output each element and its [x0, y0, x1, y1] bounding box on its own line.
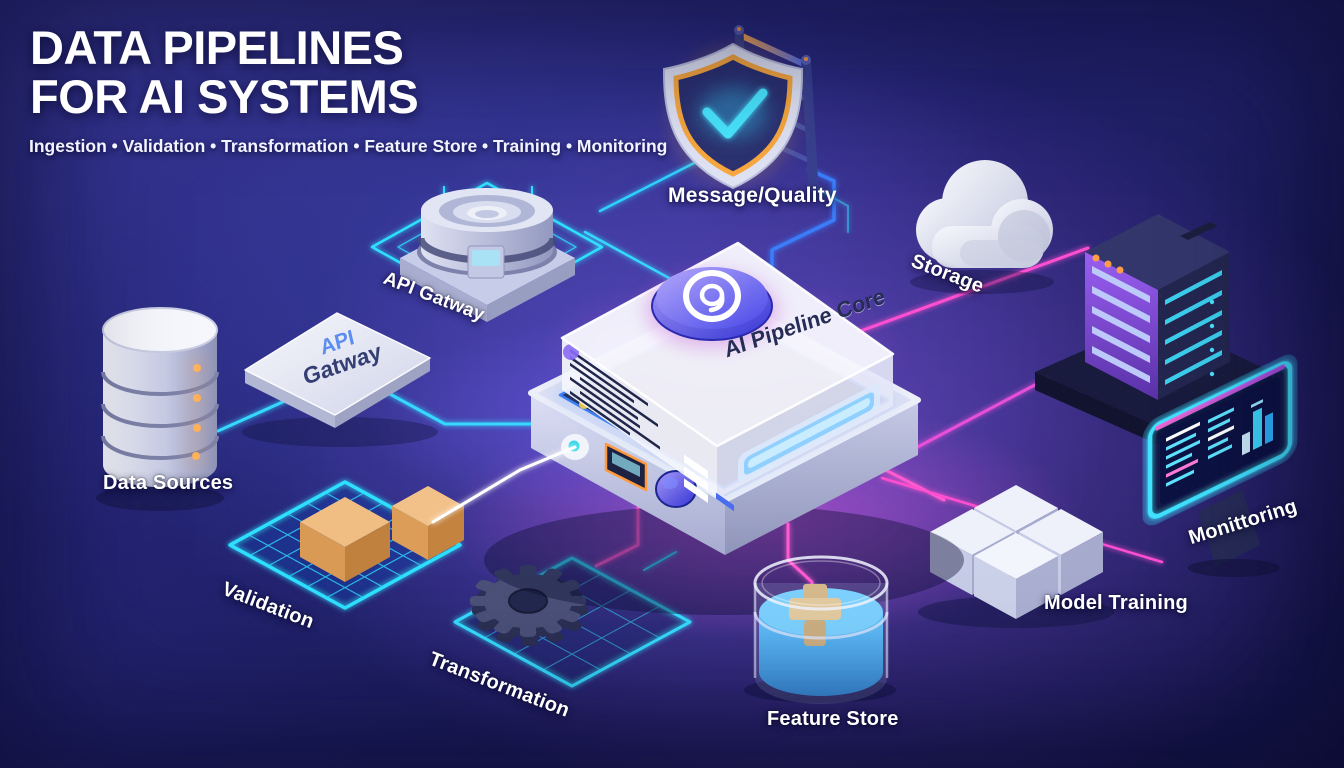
dashboard-monitor-icon: [1142, 354, 1298, 577]
screen-text-lines: [1166, 407, 1234, 487]
liquid-tank-icon: [744, 522, 896, 704]
parcel-boxes: [300, 486, 464, 582]
database-icon: [96, 307, 224, 511]
title-line1: DATA PIPELINES: [30, 21, 404, 74]
label-feature-store: Feature Store: [767, 708, 899, 730]
server-slats-right: [1165, 270, 1222, 385]
link-core-storage: [856, 246, 1090, 334]
link-validation-core-white: [431, 445, 577, 524]
server-slats-left: [1092, 266, 1150, 383]
gateway-panel-icon: [242, 312, 438, 447]
link-shield-core: [770, 168, 836, 272]
label-data-sources: Data Sources: [103, 472, 234, 494]
status-lights: [188, 360, 205, 464]
page-title: DATA PIPELINES FOR AI SYSTEMS: [30, 21, 419, 123]
inspection-grid-icon: [228, 480, 464, 610]
link-server-core: [910, 376, 1050, 452]
gear-icon: [453, 556, 692, 688]
gateway-disc-icon: [370, 181, 604, 322]
link-core-transformation-pink: [594, 506, 640, 568]
ai-core-button: [646, 267, 778, 348]
link-shield-gateway: [598, 158, 702, 213]
page-subtitle: Ingestion • Validation • Transformation …: [29, 136, 668, 156]
link-detail: [811, 185, 849, 233]
label-message-quality: Message/Quality: [668, 184, 837, 207]
core-glass-box: [540, 241, 910, 512]
shield-check-icon: [663, 25, 819, 201]
glass-slot: [738, 384, 880, 483]
title-line2: FOR AI SYSTEMS: [30, 69, 419, 123]
cube: [974, 533, 1058, 619]
cloud-icon: [910, 160, 1054, 294]
front-ports: [561, 434, 697, 508]
link-datasources-gateway-panel: [216, 398, 289, 433]
code-lines: [570, 348, 734, 512]
link-core-transformation-cyan: [643, 551, 677, 571]
training-blocks-icon: [918, 485, 1114, 628]
screen-bar-chart: [1242, 399, 1273, 456]
label-model-training: Model Training: [1044, 592, 1188, 614]
